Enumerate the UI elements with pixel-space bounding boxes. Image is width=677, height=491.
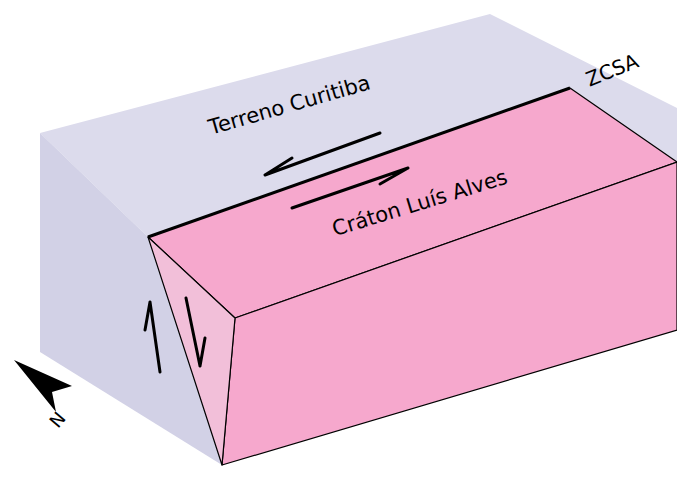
north-arrow — [14, 360, 72, 412]
north-label: N — [46, 408, 70, 431]
craton-front-face — [222, 162, 677, 465]
up-arrow — [145, 302, 160, 372]
down-arrow — [186, 298, 205, 366]
fault-plane-face — [148, 237, 235, 465]
sinistral-arrow — [265, 133, 380, 175]
